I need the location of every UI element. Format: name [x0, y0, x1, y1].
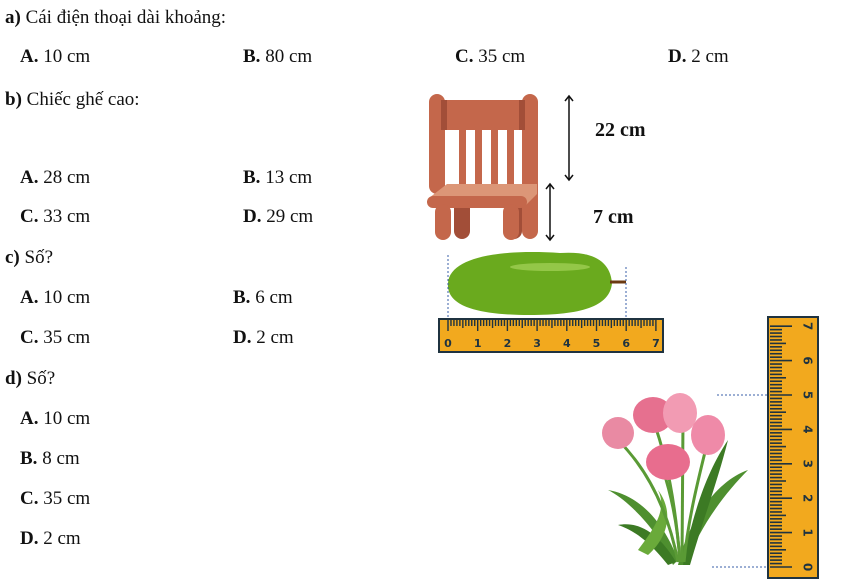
chair-back-height-label: 22 cm — [595, 119, 646, 141]
ruler-number: 6 — [622, 337, 630, 350]
question-a-title: a) Cái điện thoại dài khoảng: — [5, 7, 227, 28]
option-c-C[interactable]: C. 35 cm — [20, 327, 91, 348]
ruler-number: 7 — [652, 337, 660, 350]
ruler-number: 4 — [563, 337, 571, 350]
ruler-number: 4 — [801, 425, 815, 433]
option-a-A[interactable]: A. 10 cm — [20, 46, 91, 67]
ruler-number: 5 — [593, 337, 601, 350]
option-b-D[interactable]: D. 29 cm — [243, 206, 314, 227]
option-d-D[interactable]: D. 2 cm — [20, 528, 81, 549]
ruler-number: 1 — [474, 337, 482, 350]
ruler-number: 0 — [444, 337, 452, 350]
option-b-B[interactable]: B. 13 cm — [243, 167, 313, 188]
chair-illustration — [427, 94, 538, 240]
tulip-bouquet-illustration — [602, 393, 748, 565]
option-c-B[interactable]: B. 6 cm — [233, 287, 293, 308]
option-c-D[interactable]: D. 2 cm — [233, 327, 294, 348]
ruler-number: 6 — [801, 356, 815, 364]
ruler-number: 1 — [801, 528, 815, 536]
ruler-number: 2 — [504, 337, 512, 350]
horizontal-ruler: 0 1 2 3 4 5 6 7 — [438, 318, 664, 353]
option-d-A[interactable]: A. 10 cm — [20, 408, 91, 429]
ruler-number: 7 — [801, 322, 815, 330]
option-d-C[interactable]: C. 35 cm — [20, 488, 91, 509]
ruler-number: 3 — [533, 337, 541, 350]
flower-measure-guides — [712, 394, 768, 568]
papaya-illustration — [447, 252, 627, 320]
ruler-number: 3 — [801, 460, 815, 468]
chair-leg-height-label: 7 cm — [593, 206, 634, 228]
ruler-number: 0 — [801, 563, 815, 571]
option-a-B[interactable]: B. 80 cm — [243, 46, 313, 67]
question-d-title: d) Số? — [5, 368, 56, 389]
option-b-C[interactable]: C. 33 cm — [20, 206, 91, 227]
option-c-A[interactable]: A. 10 cm — [20, 287, 91, 308]
option-a-C[interactable]: C. 35 cm — [455, 46, 526, 67]
question-c-title: c) Số? — [5, 247, 54, 268]
ruler-number: 2 — [801, 494, 815, 502]
vertical-ruler: 0 1 2 3 4 5 6 7 — [767, 316, 819, 579]
option-d-B[interactable]: B. 8 cm — [20, 448, 80, 469]
option-b-A[interactable]: A. 28 cm — [20, 167, 91, 188]
option-a-D[interactable]: D. 2 cm — [668, 46, 729, 67]
height-arrows — [545, 94, 574, 242]
ruler-number: 5 — [801, 391, 815, 399]
question-b-title: b) Chiếc ghế cao: — [5, 89, 140, 110]
